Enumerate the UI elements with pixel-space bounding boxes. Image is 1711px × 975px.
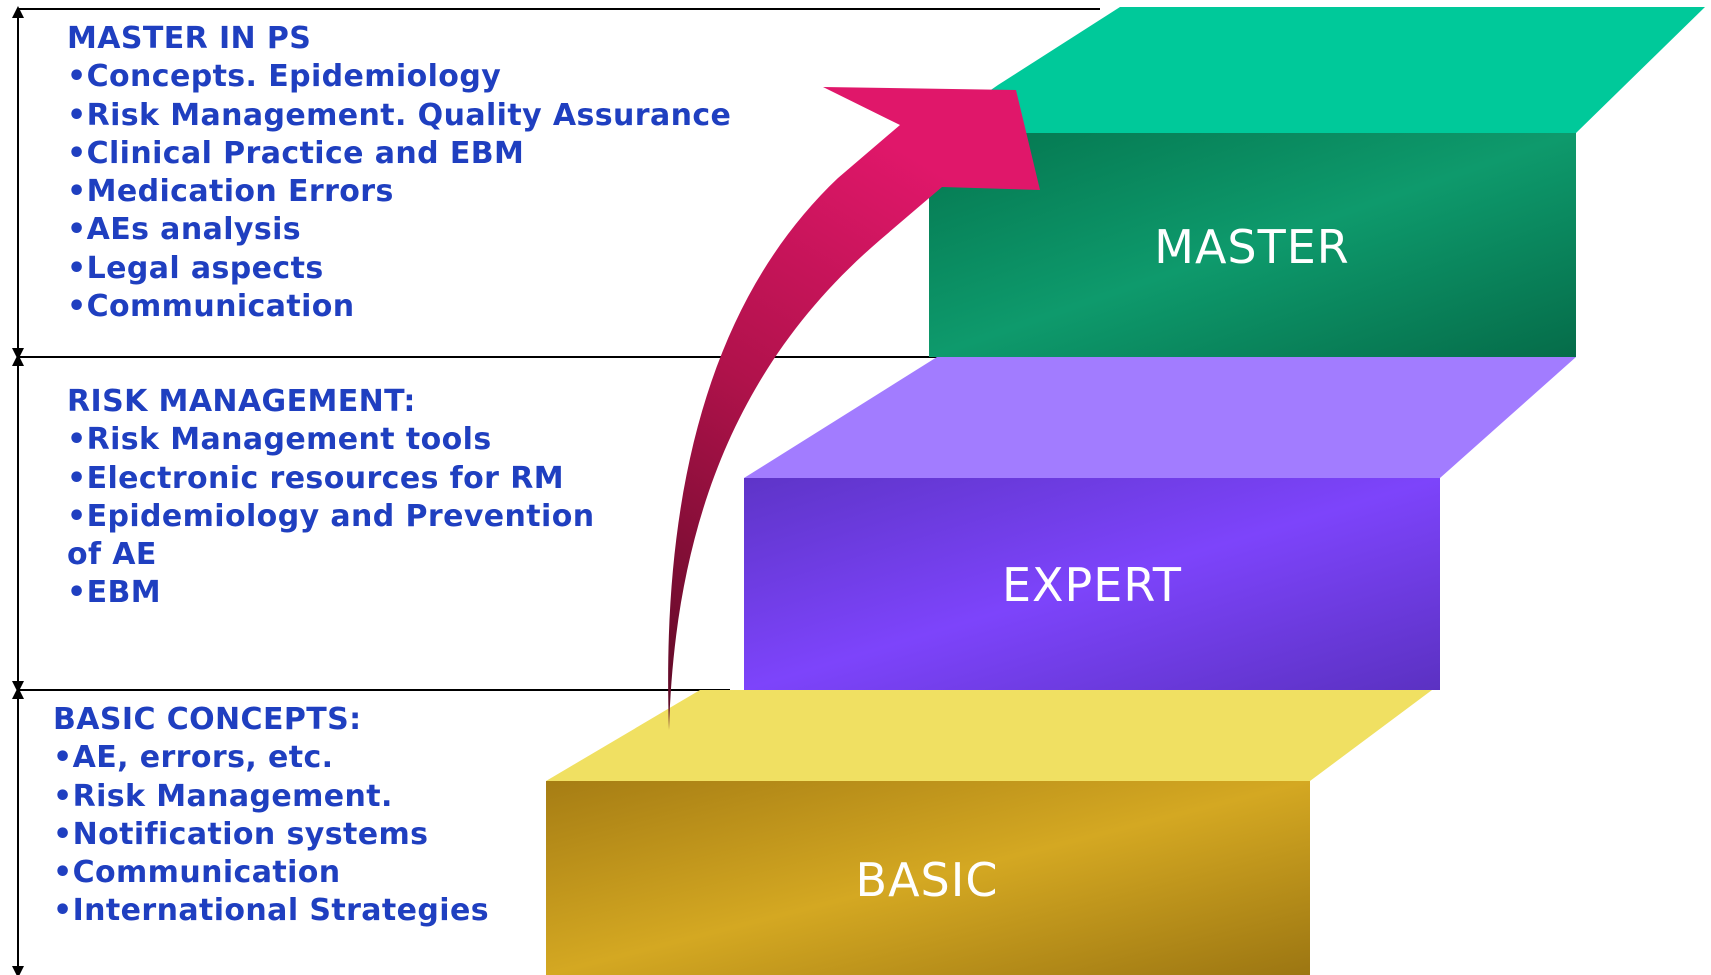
master-heading: MASTER IN PS	[67, 21, 312, 56]
basic-heading: BASIC CONCEPTS:	[53, 702, 362, 737]
risk-item: of AE	[67, 537, 157, 573]
basic-item: •AE, errors, etc.	[53, 740, 334, 776]
risk-heading: RISK MANAGEMENT:	[67, 384, 416, 419]
progression-arrow-icon	[668, 87, 1040, 730]
master-step-front	[929, 133, 1576, 357]
expert-step-front	[744, 478, 1440, 690]
risk-item: •EBM	[67, 575, 161, 611]
master-item: •Risk Management. Quality Assurance	[67, 97, 732, 133]
risk-management-curriculum: RISK MANAGEMENT: •Risk Management tools …	[67, 383, 594, 613]
risk-item: •Epidemiology and Prevention	[67, 498, 595, 534]
expert-step-top	[744, 357, 1576, 478]
basic-item: •Notification systems	[53, 816, 429, 852]
master-item: •AEs analysis	[67, 212, 302, 248]
master-step-top	[929, 7, 1705, 133]
basic-item: •Risk Management.	[53, 778, 393, 814]
basic-concepts-curriculum: BASIC CONCEPTS: •AE, errors, etc. •Risk …	[53, 701, 489, 931]
risk-item: •Electronic resources for RM	[67, 460, 564, 496]
basic-item: •International Strategies	[53, 893, 489, 929]
master-item: •Concepts. Epidemiology	[67, 59, 502, 95]
basic-step-label: BASIC	[856, 853, 999, 907]
risk-item: •Risk Management tools	[67, 422, 492, 458]
basic-step-front	[546, 781, 1310, 975]
master-item: •Medication Errors	[67, 174, 394, 210]
basic-step-top	[546, 690, 1432, 781]
master-item: •Communication	[67, 289, 355, 325]
master-item: •Clinical Practice and EBM	[67, 135, 525, 171]
expert-step-label: EXPERT	[1002, 558, 1182, 612]
master-item: •Legal aspects	[67, 250, 324, 286]
master-curriculum: MASTER IN PS •Concepts. Epidemiology •Ri…	[67, 20, 731, 326]
basic-item: •Communication	[53, 855, 341, 891]
master-step-label: MASTER	[1154, 220, 1349, 274]
